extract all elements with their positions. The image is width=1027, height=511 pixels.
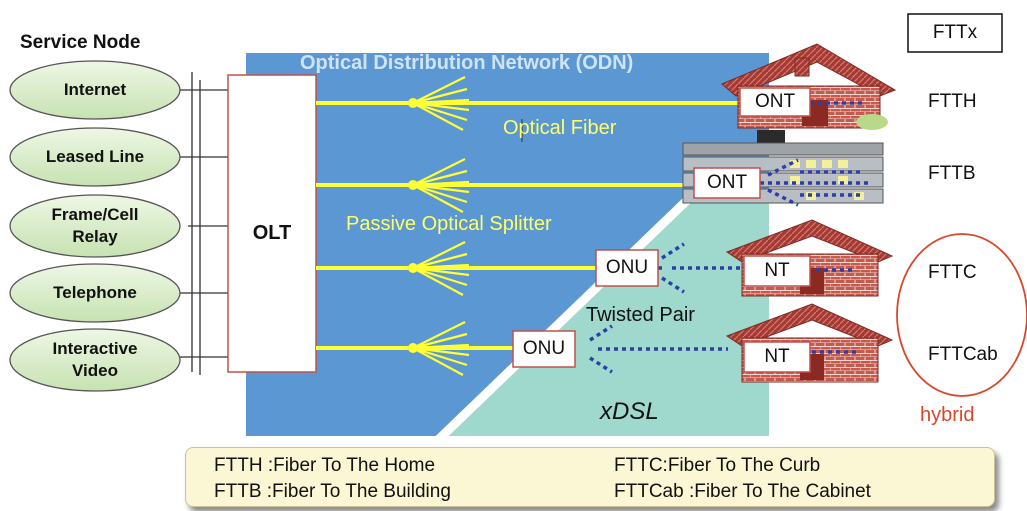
legend-fttcab: FTTCab :Fiber To The Cabinet (614, 481, 871, 502)
fttx-type-fttb: FTTB (928, 163, 976, 184)
nt-curb-label: NT (764, 260, 790, 281)
ont-home-box (739, 87, 811, 117)
node-frame-cell-relay (9, 194, 181, 258)
splitter-label: Passive Optical Splitter (346, 213, 552, 235)
hybrid-ellipse (896, 233, 1027, 397)
nt-cabinet-label: NT (764, 346, 790, 367)
odn-title: Optical Distribution Network (ODN) (300, 52, 634, 74)
onu-curb-label: ONU (605, 257, 649, 278)
splitter-fans (408, 76, 470, 376)
fttx-type-fttc: FTTC (928, 262, 977, 283)
fibers (316, 101, 748, 350)
legend-box: FTTH :Fiber To The Home FTTB :Fiber To T… (185, 447, 995, 507)
splitter-2 (408, 158, 470, 213)
xdsl-label: xDSL (600, 398, 659, 425)
node-label-leased-line: Leased Line (45, 147, 145, 166)
legend-fttb: FTTB :Fiber To The Building (214, 481, 451, 502)
onu-cabinet-box (512, 330, 576, 368)
splitter-4 (408, 321, 470, 376)
node-label-interactive-video: Interactive Video (52, 339, 138, 380)
service-nodes (9, 60, 181, 392)
nt-curb-box (743, 255, 811, 287)
splitter-1 (408, 76, 470, 131)
ont-home-label: ONT (754, 91, 796, 112)
olt-label: OLT (252, 222, 292, 244)
service-bus (180, 72, 228, 375)
fttx-type-fttcab: FTTCab (928, 344, 998, 365)
olt-box (227, 74, 317, 373)
node-label-internet: Internet (63, 80, 127, 99)
fttx-header-box (907, 13, 1003, 53)
splitter-3 (408, 241, 470, 296)
onu-cabinet-label: ONU (522, 338, 566, 359)
hybrid-label: hybrid (920, 404, 975, 426)
fttx-type-ftth: FTTH (928, 91, 977, 112)
node-telephone (9, 263, 181, 323)
legend-ftth: FTTH :Fiber To The Home (214, 455, 436, 476)
xdsl-region (440, 190, 769, 436)
ont-building-label: ONT (706, 172, 748, 193)
fttx-header: FTTx (932, 22, 978, 43)
legend-fttc: FTTC:Fiber To The Curb (614, 455, 821, 476)
node-label-frame-cell-relay: Frame/Cell Relay (51, 205, 139, 246)
twisted-pair-label: Twisted Pair (586, 304, 695, 326)
node-label-telephone: Telephone (53, 283, 137, 302)
odn-xdsl-boundary (434, 179, 709, 444)
onu-curb-box (595, 249, 659, 287)
nt-cabinet-box (743, 341, 811, 373)
node-internet (9, 60, 181, 120)
node-leased-line (9, 127, 181, 187)
optical-fiber-label: Optical Fiber (503, 117, 617, 139)
ont-building-box (693, 167, 761, 199)
node-interactive-video (9, 328, 181, 392)
service-node-title: Service Node (20, 32, 141, 53)
